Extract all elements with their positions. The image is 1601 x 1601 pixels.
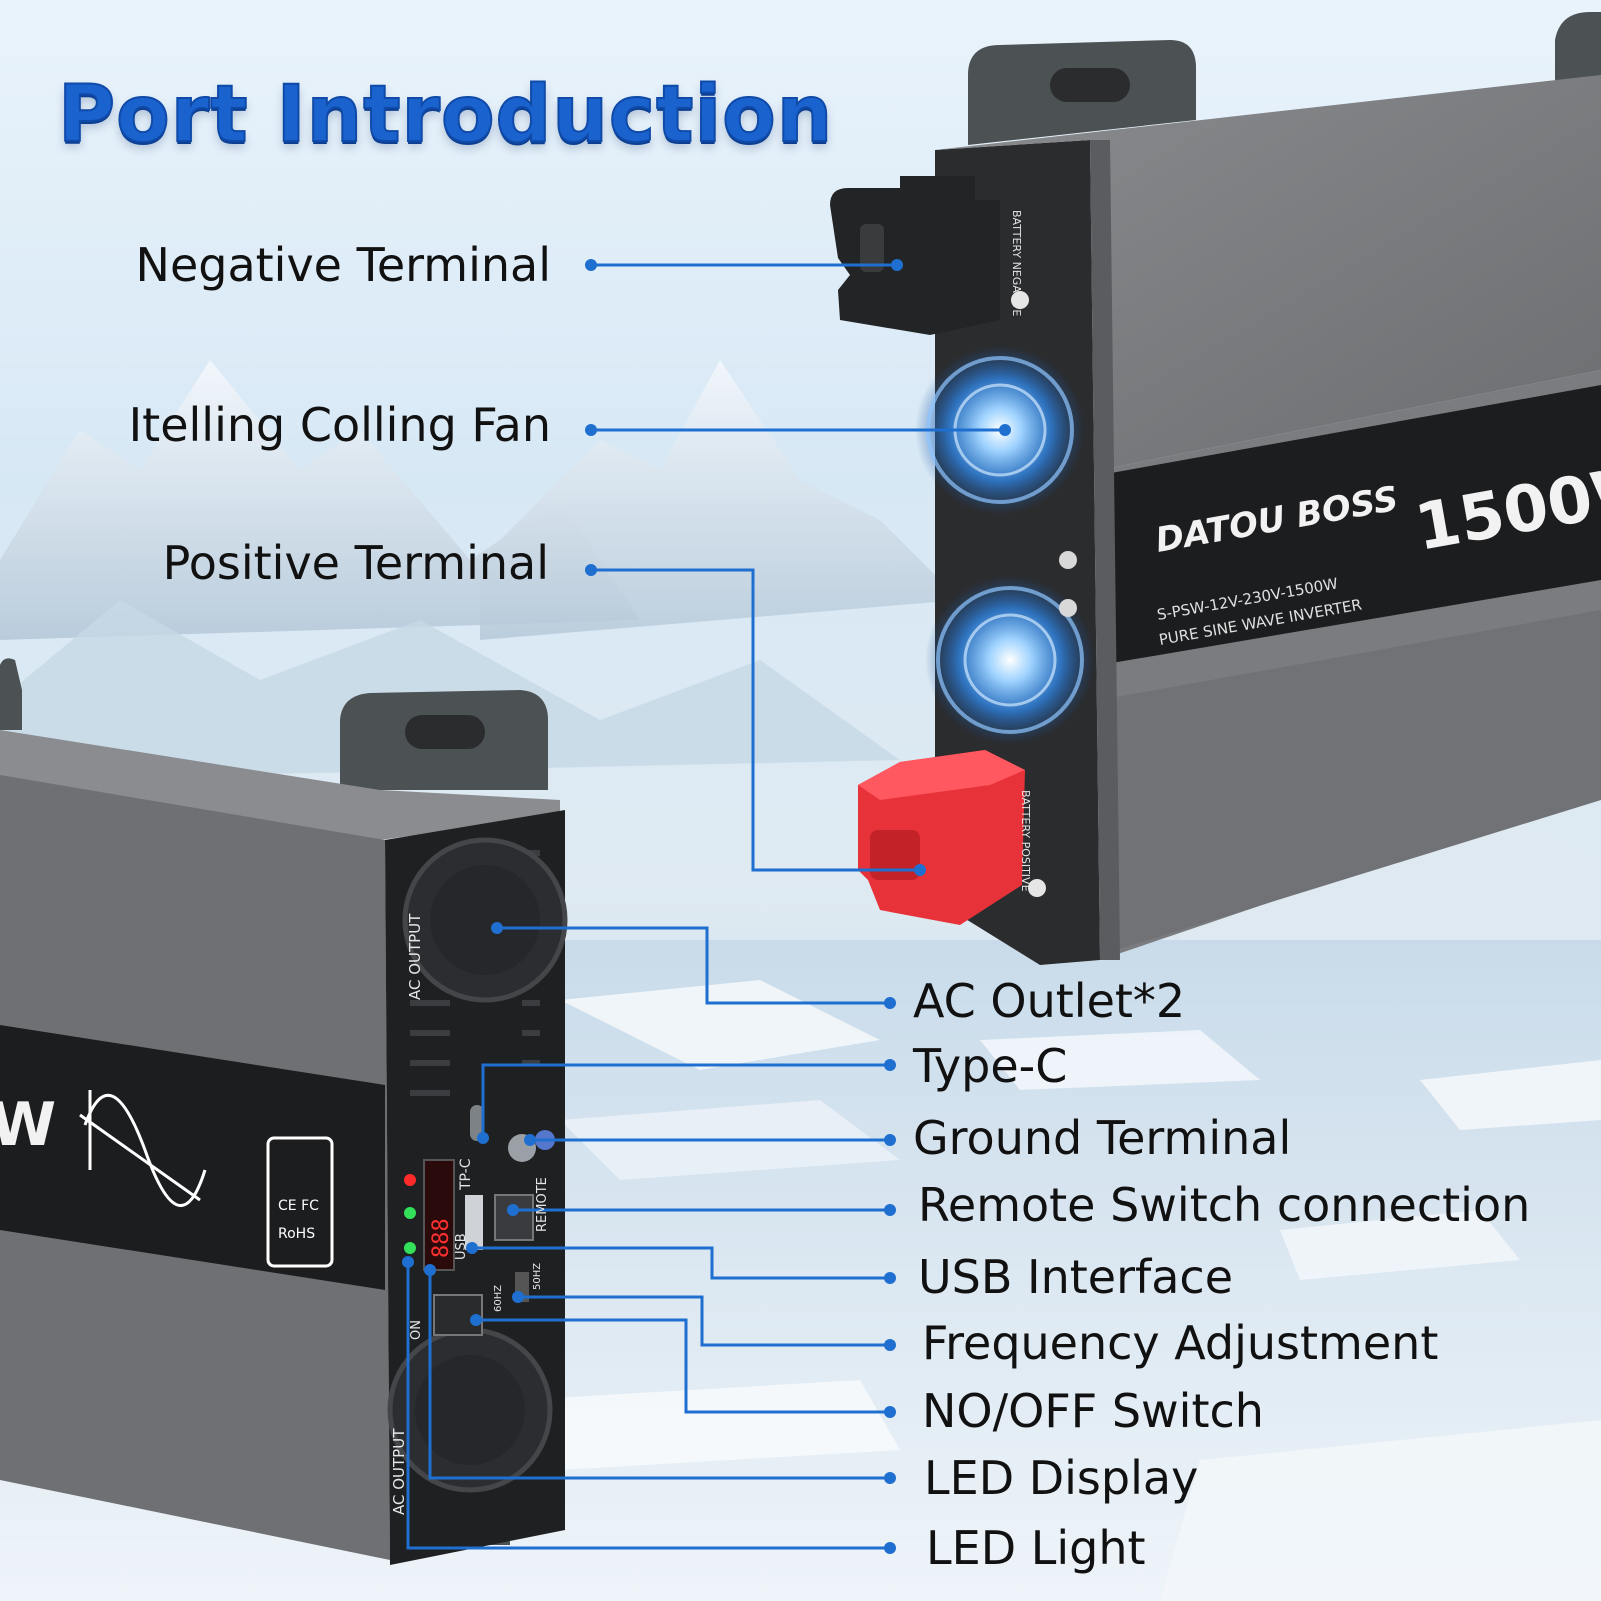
remote-text: REMOTE	[535, 1177, 550, 1232]
cert-ce-fc-text: CE FC	[278, 1198, 319, 1214]
label-type-c: Type-C	[913, 1039, 1068, 1093]
label-usb-interface: USB Interface	[918, 1250, 1233, 1304]
label-on-off-switch: NO/OFF Switch	[922, 1384, 1264, 1438]
battery-positive-text: BATTERY POSITIVE	[1019, 790, 1032, 892]
label-led-light: LED Light	[926, 1521, 1146, 1575]
tpc-text: TP-C	[458, 1158, 474, 1191]
label-positive-terminal: Positive Terminal	[162, 536, 549, 590]
page-title: Port Introduction	[57, 69, 834, 161]
inverter-front-view	[0, 658, 568, 1565]
callout-dots	[402, 259, 1011, 1554]
label-negative-terminal: Negative Terminal	[135, 238, 551, 292]
freq-50-text: 50HZ	[532, 1263, 543, 1290]
power-partial-text: W	[0, 1090, 56, 1160]
label-cooling-fan: Itelling Colling Fan	[128, 398, 551, 452]
ac-output-text-bottom: AC OUTPUT	[390, 1428, 408, 1515]
usb-text: USB	[454, 1233, 469, 1260]
display-digits-text: 888	[429, 1218, 454, 1258]
label-led-display: LED Display	[924, 1451, 1199, 1505]
battery-negative-text: BATTERY NEGATIVE	[1010, 210, 1023, 316]
on-text: ON	[409, 1320, 424, 1340]
label-frequency-adjustment: Frequency Adjustment	[922, 1316, 1439, 1370]
freq-60-text: 60HZ	[493, 1285, 504, 1312]
ac-output-text-top: AC OUTPUT	[406, 913, 424, 1000]
label-ac-outlet: AC Outlet*2	[913, 974, 1186, 1028]
cert-rohs-text: RoHS	[278, 1226, 315, 1242]
inverter-rear-view	[830, 12, 1601, 965]
label-remote-switch: Remote Switch connection	[918, 1178, 1531, 1232]
label-ground-terminal: Ground Terminal	[913, 1111, 1292, 1165]
callout-lines	[406, 263, 1005, 1550]
